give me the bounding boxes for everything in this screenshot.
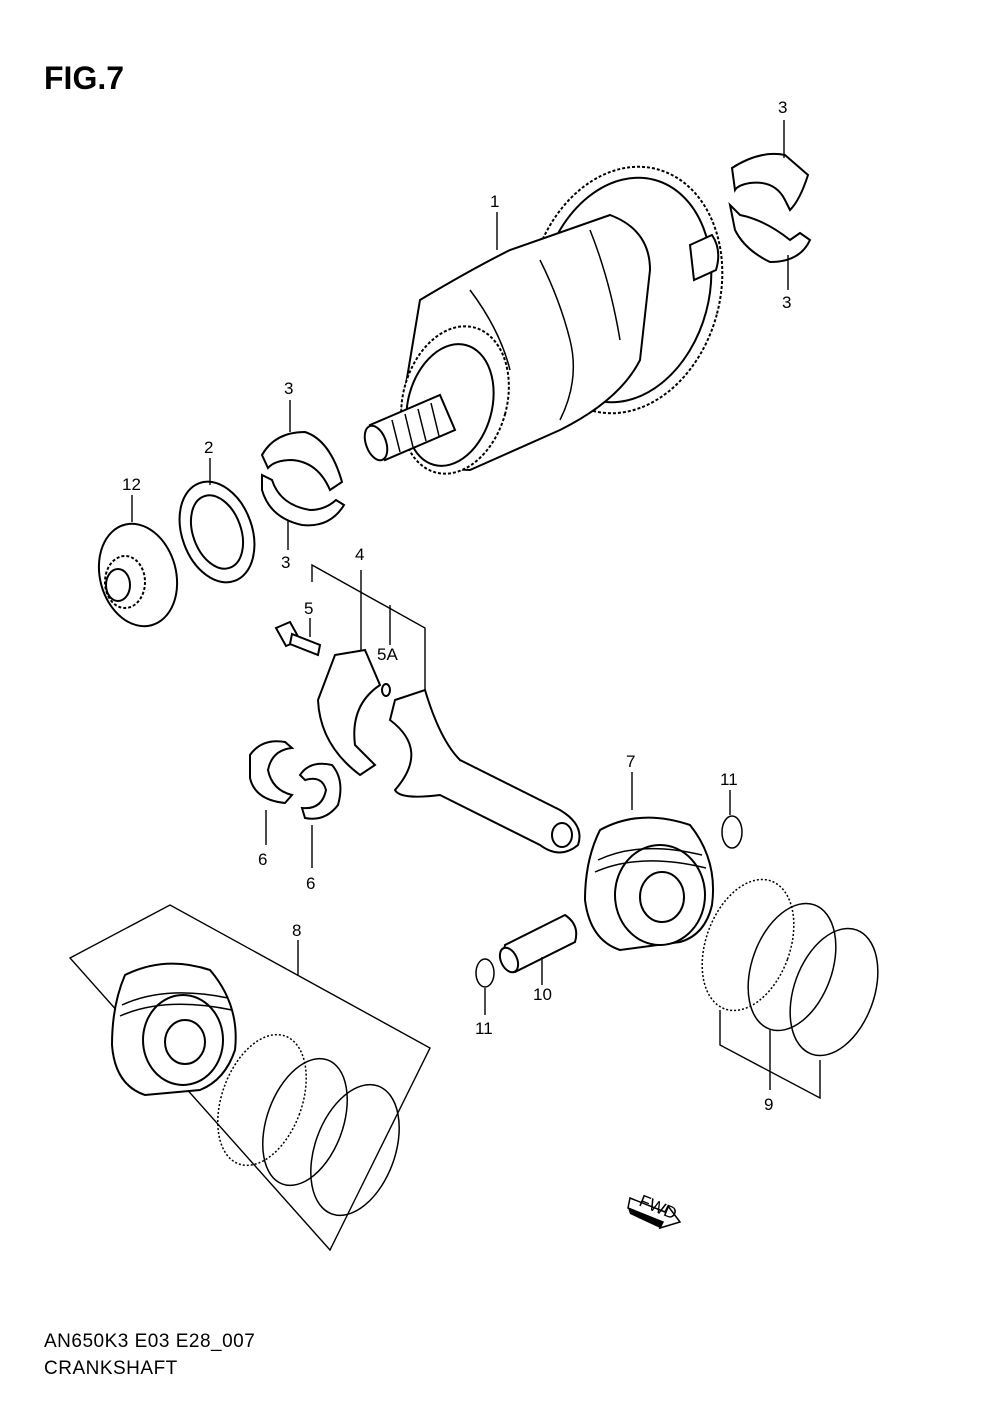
callout-11-top: 11 [720,770,738,789]
callout-7: 7 [626,752,635,771]
callout-10: 10 [533,985,552,1004]
callout-3-left-top: 3 [284,379,293,398]
primary-drive-gear-part[interactable] [88,515,188,635]
piston-ring-set[interactable] [685,867,894,1068]
callout-8: 8 [292,921,301,940]
callout-4: 4 [355,545,364,564]
callout-3-right: 3 [782,293,791,312]
callout-1: 1 [490,192,499,211]
circlip-left[interactable] [475,958,495,988]
circlip-right[interactable] [721,815,743,849]
callout-5a: 5A [377,645,398,664]
main-bearing-upper-left[interactable] [260,430,344,492]
callout-3-top: 3 [778,98,787,117]
callout-12: 12 [122,475,141,494]
callout-9: 9 [764,1095,773,1114]
crankshaft-part[interactable] [360,145,749,486]
piston-pin-part[interactable] [496,913,578,975]
conrod-cap-part[interactable] [316,648,382,777]
main-bearing-lower-right[interactable] [728,201,812,264]
main-bearing-lower-left[interactable] [261,473,346,527]
diagram-code: AN650K3 E03 E28_007 [44,1331,256,1352]
piston-part[interactable] [583,816,715,952]
callout-5: 5 [304,599,313,618]
figure-title: FIG.7 [44,60,125,96]
callout-11-bottom: 11 [475,1019,493,1038]
thrust-washer-part[interactable] [166,471,267,593]
main-bearing-upper-right[interactable] [730,152,810,212]
connecting-rod-part[interactable] [388,688,581,854]
dowel-pin-part[interactable] [381,683,391,697]
callout-6-left: 6 [258,850,267,869]
callout-3-left-bottom: 3 [281,553,290,572]
conrod-bearing-2[interactable] [298,762,342,820]
conrod-bearing-1[interactable] [249,740,295,805]
forward-arrow-icon: FWD [627,1191,682,1230]
callout-6-right: 6 [306,874,315,893]
piston-set-assembly[interactable] [110,962,416,1228]
diagram-name: CRANKSHAFT [44,1358,178,1379]
callout-2: 2 [204,438,213,457]
conrod-bolt-part[interactable] [274,620,322,657]
